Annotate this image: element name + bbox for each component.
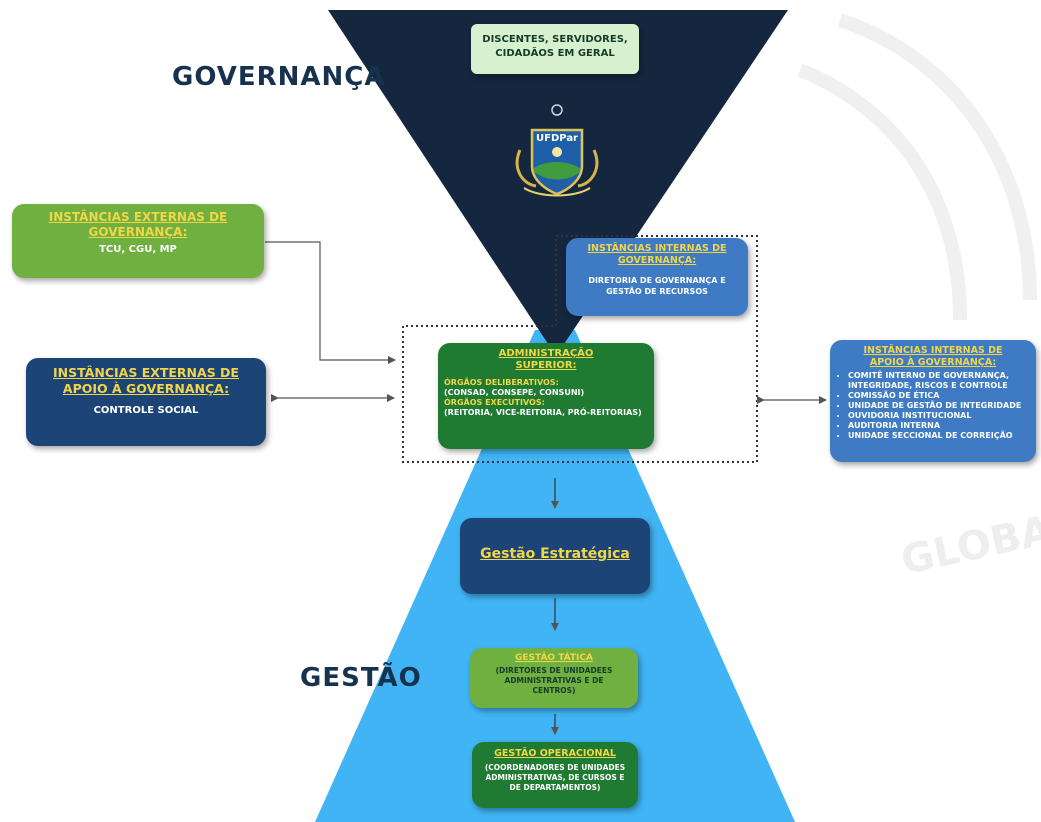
internal-governance-title-1: INSTÂNCIAS INTERNAS DE [587,243,727,254]
internal-support-title-1: INSTÂNCIAS INTERNAS DE [863,345,1003,356]
admin-deliberative-body: (CONSAD, CONSEPE, CONSUNI) [444,388,585,397]
operational-management-box: GESTÃO OPERACIONAL (COORDENADORES DE UNI… [472,742,638,808]
watermark-seal [797,13,1037,321]
admin-superior-box: ADMINISTRAÇÃO SUPERIOR: ÓRGÃOS DELIBERAT… [438,343,654,449]
stakeholders-line2: CIDADÃOS EM GERAL [495,48,615,59]
dotted-frame [402,235,758,463]
admin-title-2: SUPERIOR: [515,360,577,371]
internal-support-title-2: APOIO À GOVERNANÇA: [869,357,997,368]
external-governance-body: TCU, CGU, MP [99,244,177,255]
internal-support-item: UNIDADE SECCIONAL DE CORREIÇÃO [848,431,1032,441]
admin-executive-body: (REITORIA, VICE-REITORIA, PRÓ-REITORIAS) [444,408,642,417]
internal-support-item: OUVIDORIA INSTITUCIONAL [848,411,1032,421]
logo-text: UFDPar [536,133,578,144]
ext-gov-connector [265,241,396,364]
internal-support-item: COMITÊ INTERNO DE GOVERNANÇA, INTEGRIDAD… [848,371,1032,391]
admin-title-1: ADMINISTRAÇÃO [498,348,594,359]
gestao-title: GESTÃO [300,663,422,693]
external-support-title-2: APOIO À GOVERNANÇA: [62,381,230,396]
external-support-body: CONTROLE SOCIAL [93,405,199,416]
tactical-management-box: GESTÃO TÁTICA (DIRETORES DE UNIDADEES AD… [470,648,638,708]
external-support-box: INSTÂNCIAS EXTERNAS DE APOIO À GOVERNANÇ… [26,358,266,446]
tactical-body-3: CENTROS) [532,686,576,695]
internal-support-item: UNIDADE DE GESTÃO DE INTEGRIDADE [848,401,1032,411]
admin-deliberative-label: ÓRGÃOS DELIBERATIVOS: [444,378,559,387]
strategic-management-box: Gestão Estratégica [460,518,650,594]
internal-governance-title-2: GOVERNANÇA: [617,255,697,266]
tactical-management-title: GESTÃO TÁTICA [515,653,593,663]
external-governance-title-2: GOVERNANÇA: [88,225,188,239]
admin-executive-label: ÓRGÃOS EXECUTIVOS: [444,398,545,407]
operational-management-title: GESTÃO OPERACIONAL [494,748,616,759]
stakeholders-line1: DISCENTES, SERVIDORES, [482,34,628,45]
internal-support-box: INSTÂNCIAS INTERNAS DE APOIO À GOVERNANÇ… [830,340,1036,462]
strategic-management-title: Gestão Estratégica [480,546,630,562]
internal-governance-body-1: DIRETORIA DE GOVERNANÇA E [588,276,726,285]
governanca-title: GOVERNANÇA [172,62,386,92]
stakeholders-box: DISCENTES, SERVIDORES, CIDADÃOS EM GERAL [471,24,639,74]
tactical-body-1: (DIRETORES DE UNIDADEES [495,666,613,675]
external-governance-title-1: INSTÂNCIAS EXTERNAS DE [48,210,228,224]
internal-support-list: COMITÊ INTERNO DE GOVERNANÇA, INTEGRIDAD… [834,371,1032,441]
internal-support-item: AUDITORIA INTERNA [848,421,1032,431]
external-support-title-1: INSTÂNCIAS EXTERNAS DE [53,365,239,380]
internal-support-item: COMISSÃO DE ÉTICA [848,391,1032,401]
ufdpar-crest-icon [515,104,599,197]
external-governance-box: INSTÂNCIAS EXTERNAS DE GOVERNANÇA: TCU, … [12,204,264,278]
internal-governance-box: INSTÂNCIAS INTERNAS DE GOVERNANÇA: DIRET… [566,238,748,316]
internal-governance-body-2: GESTÃO DE RECURSOS [606,287,708,296]
tactical-body-2: ADMINISTRATIVAS E DE [504,676,604,685]
operational-body-3: DE DEPARTAMENTOS) [509,783,601,792]
operational-body-1: (COORDENADORES DE UNIDADES [484,763,626,772]
operational-body-2: ADMINISTRATIVAS, DE CURSOS E [485,773,625,782]
